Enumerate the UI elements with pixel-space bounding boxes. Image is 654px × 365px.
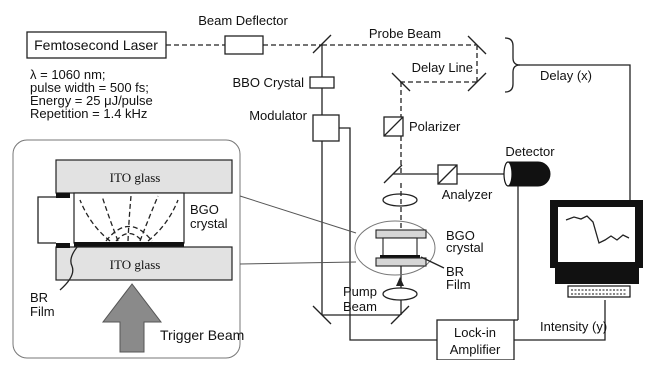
analyzer-label: Analyzer [442, 187, 493, 202]
sample-crystal [382, 237, 418, 257]
spec-energy: Energy = 25 μJ/pulse [30, 93, 153, 108]
field-line-2 [101, 195, 119, 242]
field-arc-2 [105, 226, 153, 242]
inset-br-label-line1: BR [446, 264, 464, 279]
spec-repetition: Repetition = 1.4 kHz [30, 106, 147, 121]
screen-signal-trace [565, 215, 630, 244]
delay-x-label: Delay (x) [540, 68, 592, 83]
ito-glass-bottom-plate [55, 246, 233, 281]
delay-line-label: Delay Line [412, 60, 473, 75]
trigger-beam-label: Trigger Beam [160, 327, 244, 343]
delay-brace [504, 37, 521, 93]
bgo-crystal-main [73, 192, 185, 244]
modulator-reference-line [339, 127, 437, 341]
sample-top-plate [375, 229, 427, 239]
femtosecond-laser-label: Femtosecond Laser [34, 37, 158, 53]
inset-bgo-label-line2: crystal [446, 240, 484, 255]
br-film-main [74, 242, 184, 247]
detector-label: Detector [505, 144, 555, 159]
pump-beam-label-line2: Beam [343, 299, 377, 314]
sample-film [380, 255, 420, 258]
pump-arrow-up [396, 277, 404, 286]
pump-beam-label-line1: Pump [343, 284, 377, 299]
electrode-top [56, 193, 70, 198]
field-line-4 [79, 199, 111, 242]
inset-connector-bottom [239, 261, 357, 265]
lockin-label-line2: Amplifier [450, 342, 501, 357]
main-bgo-label-line2: crystal [190, 216, 228, 231]
sample-magnifier-ellipse [354, 220, 436, 276]
beam-deflector-label: Beam Deflector [198, 13, 288, 28]
sample-bottom-plate [375, 257, 427, 267]
ito-glass-top-plate [55, 159, 233, 194]
modulator-label: Modulator [249, 108, 307, 123]
lockin-to-computer-line [514, 300, 606, 341]
ito-glass-bottom-label: ITO glass [110, 257, 161, 272]
detector-window [503, 161, 513, 187]
field-line-3 [139, 195, 159, 242]
beam-deflector-box [224, 35, 264, 55]
electrode-wire [37, 196, 56, 244]
main-br-leader [59, 245, 79, 291]
inset-connector-top [239, 195, 357, 234]
field-line-1 [127, 195, 132, 242]
ito-glass-top-label: ITO glass [110, 170, 161, 185]
lockin-amplifier-box [436, 319, 515, 361]
lockin-label-line1: Lock-in [454, 325, 496, 340]
electrode-bottom [56, 243, 70, 248]
pump-mirror-right [390, 305, 410, 325]
bbo-crystal-box [309, 76, 335, 89]
analyzer-diagonal [437, 164, 458, 185]
inset-bgo-label-line1: BGO [446, 228, 475, 243]
inset-frame [12, 139, 241, 359]
bbo-crystal-label: BBO Crystal [232, 75, 304, 90]
inset-br-leader [420, 256, 445, 269]
field-arc-1 [115, 232, 143, 242]
polarizer-label: Polarizer [409, 119, 461, 134]
spec-pulse-width: pulse width = 500 fs; [30, 80, 149, 95]
pump-lens [382, 287, 418, 301]
computer-keyboard [567, 285, 631, 298]
field-line-5 [147, 199, 179, 242]
detector-body [507, 161, 551, 187]
femtosecond-laser-box [26, 31, 167, 59]
delay-signal-line [519, 64, 631, 200]
main-br-label-line2: Film [30, 304, 55, 319]
spec-wavelength: λ = 1060 nm; [30, 67, 106, 82]
main-bgo-label-line1: BGO [190, 202, 219, 217]
polarizer-diagonal [383, 116, 404, 137]
modulator-box [312, 114, 340, 142]
intensity-y-label: Intensity (y) [540, 319, 607, 334]
computer-base [555, 268, 639, 284]
trigger-beam-arrow [101, 283, 163, 353]
inset-br-label-line2: Film [446, 277, 471, 292]
probe-lens [382, 193, 418, 207]
beam-splitter-mirror [312, 34, 332, 54]
probe-beam-label: Probe Beam [369, 26, 441, 41]
main-br-label-line1: BR [30, 290, 48, 305]
